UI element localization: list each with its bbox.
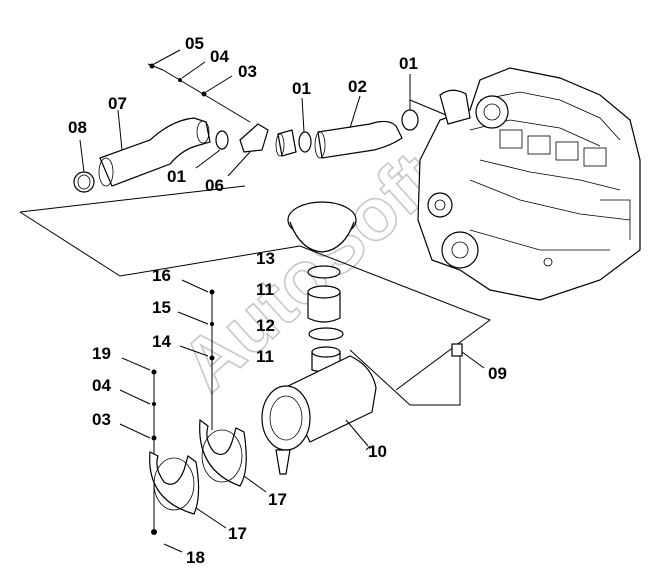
callout-12: 12 — [256, 316, 275, 335]
callout-01: 01 — [292, 79, 311, 98]
fitting-09 — [451, 343, 463, 357]
callout-05: 05 — [185, 34, 204, 53]
callout-01: 01 — [399, 54, 418, 73]
hose-clamp-01-mid — [298, 131, 312, 153]
mounting-band-17-upper — [199, 418, 247, 487]
adapter-tube-12 — [307, 291, 341, 323]
hose-clamp-01-right — [401, 109, 419, 131]
air-cleaner-group — [119, 201, 492, 553]
callout-17: 17 — [268, 490, 287, 509]
bracket-06 — [239, 123, 269, 153]
callout-04: 04 — [92, 376, 111, 395]
bolt-19 — [151, 369, 157, 375]
clamp-11-lower — [308, 327, 344, 341]
callout-10: 10 — [368, 442, 387, 461]
washer-04 — [178, 78, 182, 82]
callout-03: 03 — [238, 62, 257, 81]
clamp-11-upper — [307, 265, 341, 279]
callout-17: 17 — [228, 524, 247, 543]
engine-illustration — [417, 67, 641, 301]
callout-19: 19 — [92, 344, 111, 363]
callout-03: 03 — [92, 410, 111, 429]
intake-hose-group — [19, 49, 471, 277]
callout-09: 09 — [488, 364, 507, 383]
nut-03 — [201, 91, 207, 97]
callout-14: 14 — [152, 332, 171, 351]
elbow-hose-02 — [317, 120, 403, 159]
callout-11: 11 — [256, 347, 274, 366]
callout-18: 18 — [186, 548, 205, 567]
nut-14 — [209, 355, 215, 361]
bolt-16 — [209, 289, 215, 295]
callout-labels: 05 04 03 01 02 01 07 08 01 06 13 16 11 1… — [68, 34, 507, 567]
hose-clamp-01-left — [215, 130, 229, 150]
callout-08: 08 — [68, 118, 87, 137]
callout-07: 07 — [108, 94, 127, 113]
elbow-hose-07 — [99, 117, 211, 187]
nut-18 — [151, 529, 157, 535]
callout-02: 02 — [348, 77, 367, 96]
callout-15: 15 — [152, 298, 171, 317]
callout-16: 16 — [152, 266, 171, 285]
washer-15 — [210, 322, 214, 326]
callout-01: 01 — [167, 167, 186, 186]
callout-11: 11 — [256, 280, 274, 299]
callout-13: 13 — [256, 249, 275, 268]
nut-03-lower — [151, 435, 157, 441]
bolt-05 — [149, 63, 155, 69]
callout-04: 04 — [210, 47, 229, 66]
washer-04-lower — [152, 402, 156, 406]
callout-06: 06 — [205, 176, 224, 195]
mounting-band-17-lower — [149, 451, 200, 515]
